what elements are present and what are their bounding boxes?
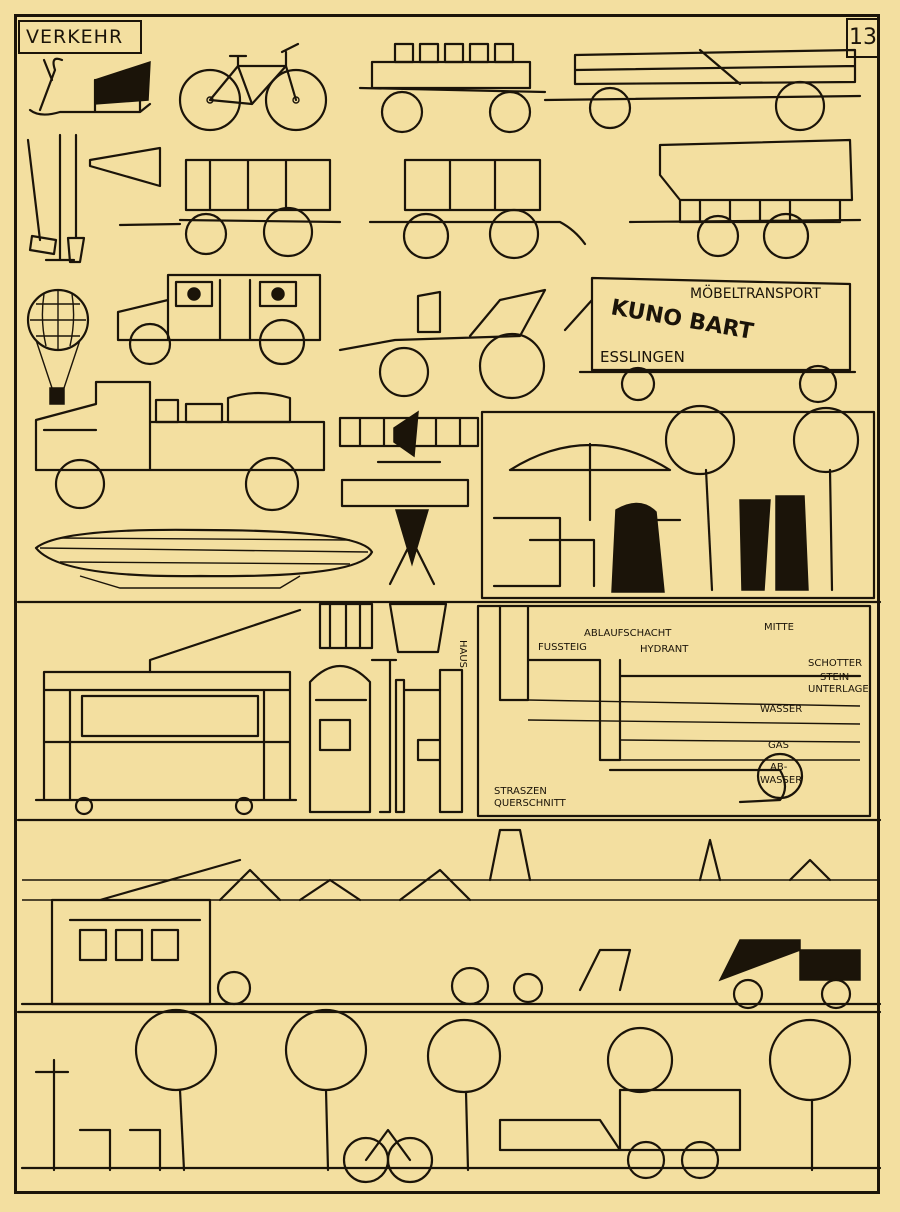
page-title: VERKEHR — [18, 20, 142, 54]
city-street-scene — [20, 828, 882, 1010]
street-cross-section: HAUS FUSSTEIG ABLAUFSCHACHT HYDRANT MITT… — [457, 604, 872, 818]
label-stein: STEIN — [820, 672, 849, 683]
handcart-drawing — [88, 146, 342, 258]
label-fussteig: FUSSTEIG — [538, 642, 587, 653]
van-sign-esslingen: ESSLINGEN — [600, 348, 685, 366]
furniture-van-drawing: MÖBELTRANSPORT KUNO BART ESSLINGEN — [563, 276, 857, 404]
label-gas: GAS — [768, 740, 789, 751]
carriage-drawing — [338, 288, 547, 400]
log-wagon-drawing — [543, 48, 862, 132]
caption-querschnitt: QUERSCHNITT — [494, 798, 567, 809]
country-road-scene — [20, 1008, 882, 1184]
cart-drawing — [368, 158, 587, 260]
van-sign-mobeltransport: MÖBELTRANSPORT — [690, 284, 821, 302]
balloon-drawing — [26, 288, 90, 405]
market-scene — [480, 404, 876, 600]
label-abwasser: WASSER — [760, 775, 802, 786]
sled-drawing — [28, 57, 152, 116]
label-hydrant: HYDRANT — [640, 644, 689, 655]
label-mitte: MITTE — [764, 622, 794, 633]
label-ab: AB- — [770, 762, 788, 773]
page-border — [14, 14, 880, 1194]
label-ablaufschacht: ABLAUFSCHACHT — [584, 628, 672, 639]
label-schotter: SCHOTTER — [808, 658, 862, 669]
street-furniture-drawing — [308, 602, 464, 814]
truck-drawing — [34, 380, 326, 512]
label-haus: HAUS — [457, 640, 468, 668]
airplane-drawing — [338, 410, 480, 586]
zeppelin-drawing — [34, 528, 374, 589]
covered-wagon-drawing — [628, 138, 862, 260]
caption-straszen: STRASZEN — [494, 786, 547, 797]
label-unterlage: UNTERLAGE — [808, 684, 869, 695]
automobile-drawing — [116, 273, 322, 366]
label-wasser: WASSER — [760, 704, 802, 715]
bicycle-drawing — [178, 42, 328, 132]
page-number: 13 — [846, 18, 880, 58]
van-sign-kuno-bart: KUNO BART — [609, 295, 755, 345]
milk-wagon-drawing — [358, 42, 547, 134]
tools-drawing — [26, 133, 86, 264]
tram-drawing — [34, 608, 302, 816]
